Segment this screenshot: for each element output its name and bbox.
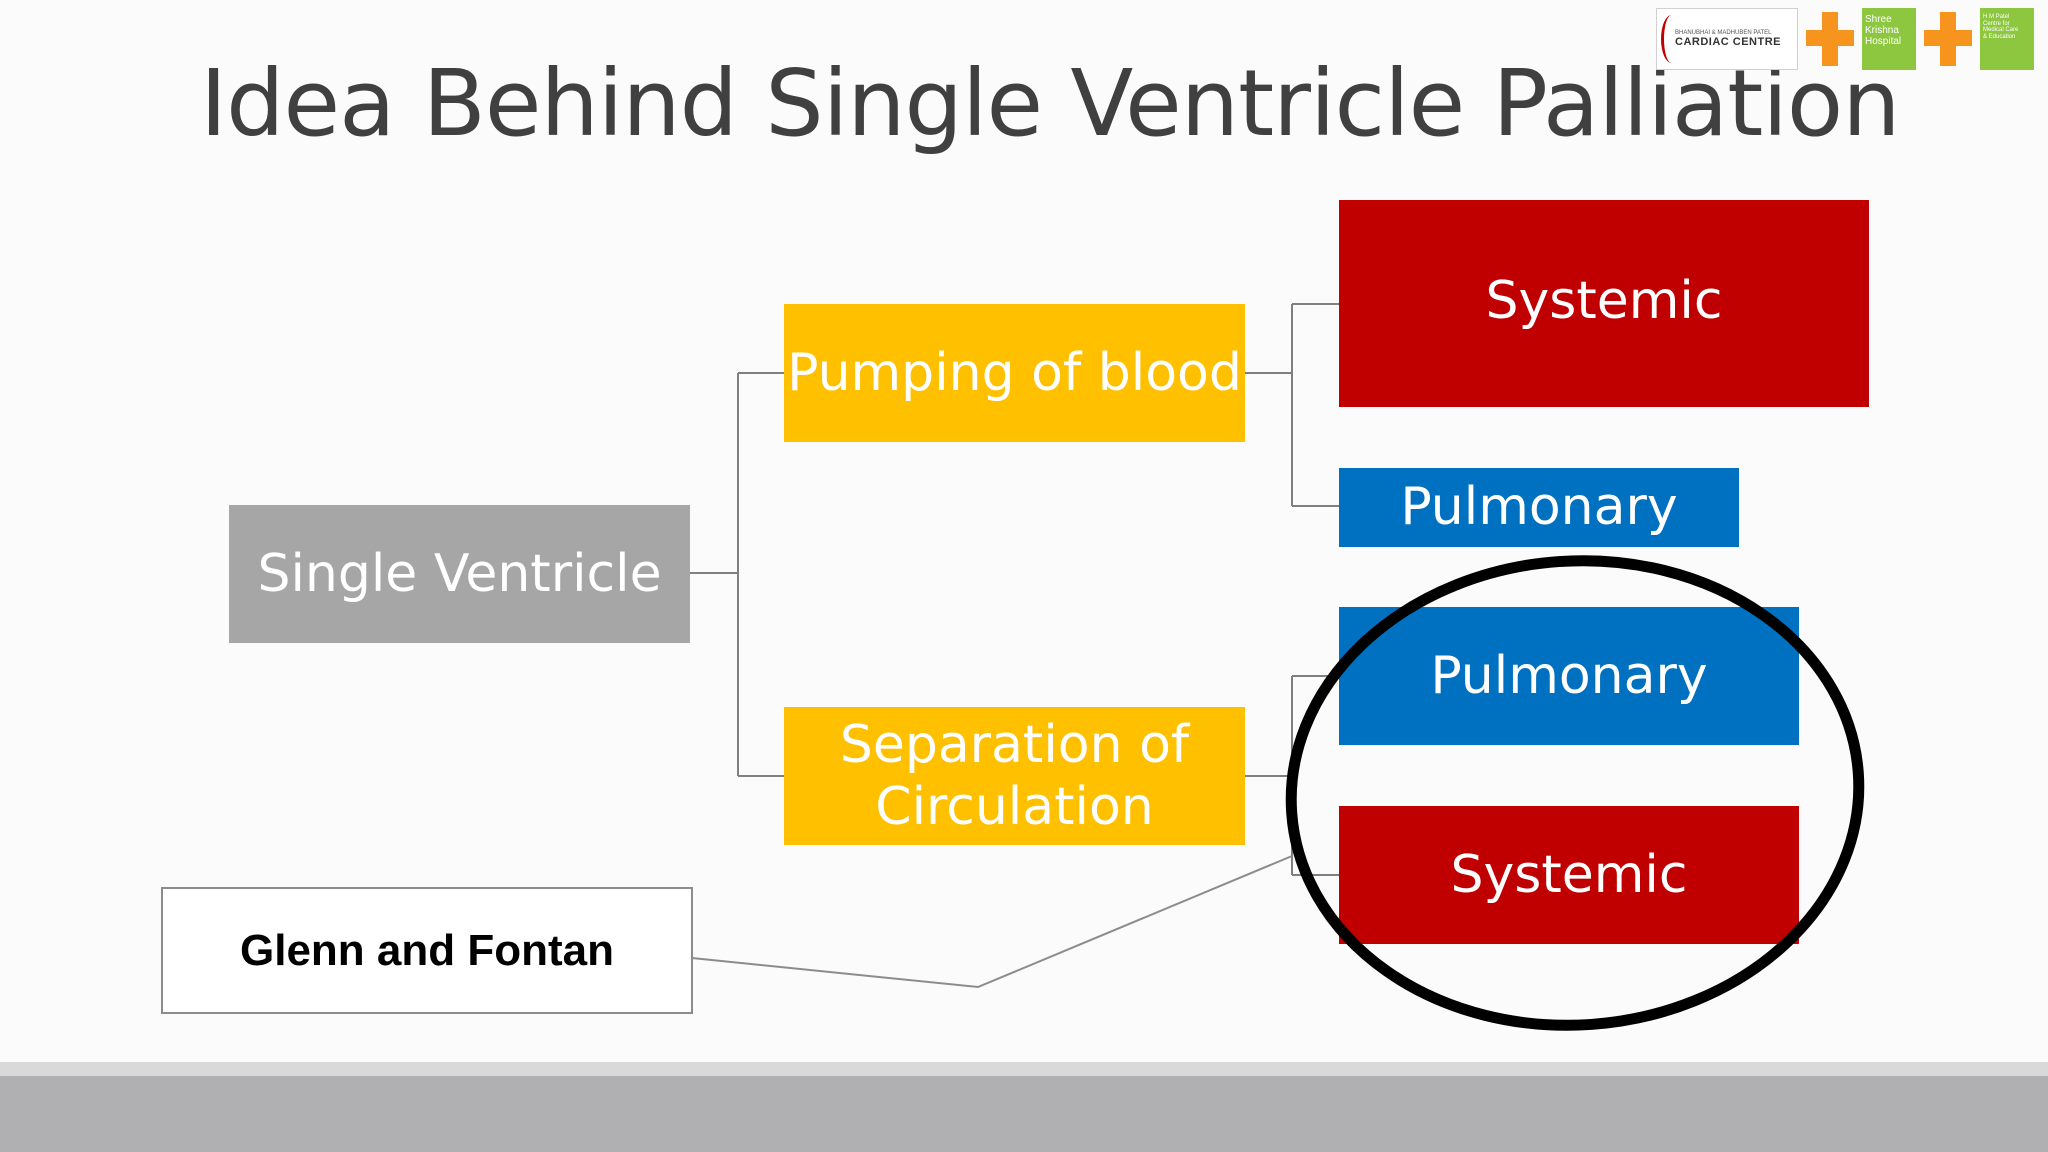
single-ventricle-node: Single Ventricle <box>229 505 690 643</box>
medical-cross-icon <box>1920 8 1976 70</box>
slide-title: Idea Behind Single Ventricle Palliation <box>200 50 1901 157</box>
hospital-logo: Shree Krishna Hospital <box>1862 8 1916 70</box>
callout-pointer-line <box>691 855 1293 989</box>
cardiac-centre-logo-subtitle: BHANUBHAI & MADHUBEN PATEL <box>1675 30 1772 36</box>
separation-pulmonary-node: Pulmonary <box>1339 607 1799 745</box>
glenn-and-fontan-callout: Glenn and Fontan <box>161 887 693 1014</box>
pumping-of-blood-node: Pumping of blood <box>784 304 1245 442</box>
medical-centre-logo: H M Patel Centre for Medical Care & Educ… <box>1980 8 2034 70</box>
cardiac-centre-logo-name: CARDIAC CENTRE <box>1675 36 1781 48</box>
footer-bar <box>0 1076 2048 1152</box>
medical-cross-icon <box>1802 8 1858 70</box>
footer-band-light <box>0 1062 2048 1076</box>
heart-arc-icon <box>1661 15 1682 63</box>
pumping-systemic-node: Systemic <box>1339 200 1869 407</box>
pumping-pulmonary-node: Pulmonary <box>1339 468 1739 547</box>
cardiac-centre-logo: BHANUBHAI & MADHUBEN PATEL CARDIAC CENTR… <box>1656 8 1798 70</box>
separation-of-circulation-node: Separation of Circulation <box>784 707 1245 845</box>
header-logos: BHANUBHAI & MADHUBEN PATEL CARDIAC CENTR… <box>1656 8 2034 70</box>
separation-systemic-node: Systemic <box>1339 806 1799 944</box>
